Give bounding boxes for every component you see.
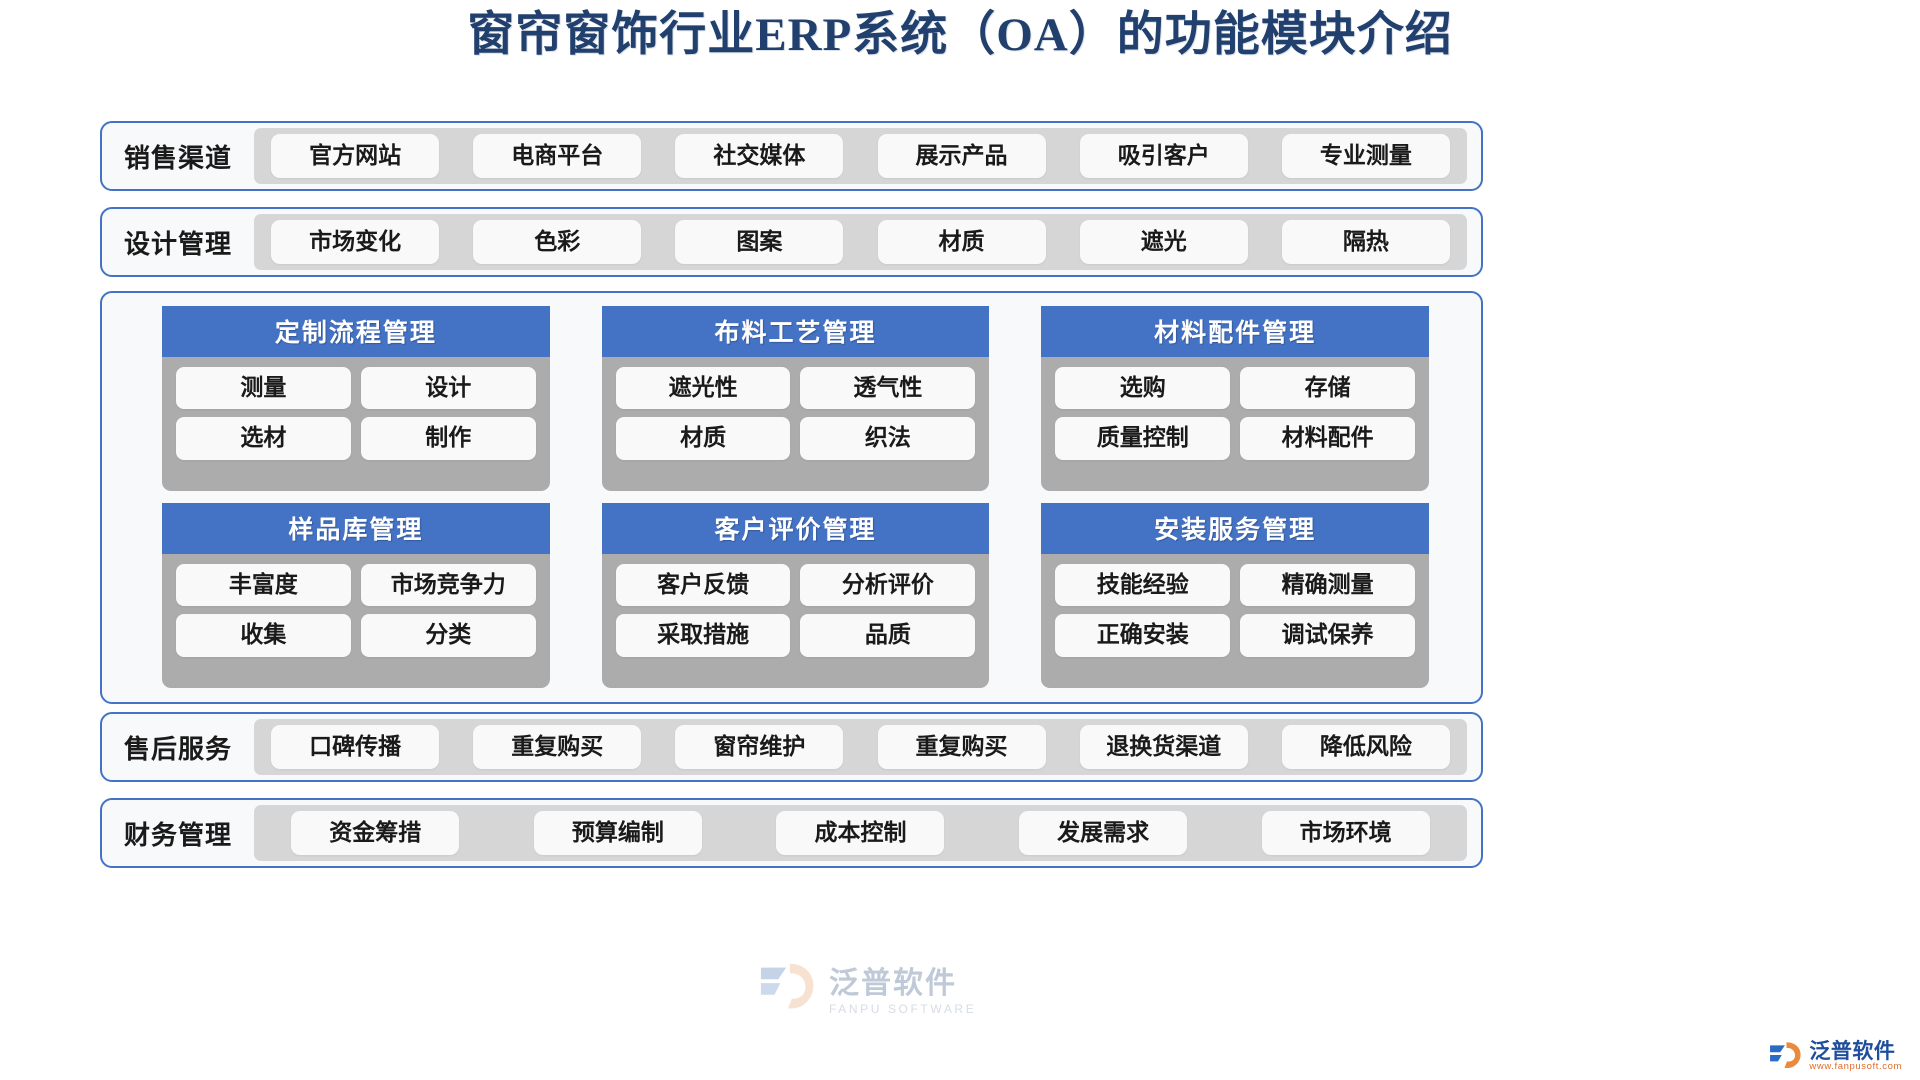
chip-fund-raising[interactable]: 资金筹措 xyxy=(291,810,460,856)
band-label-after-sales-service: 售后服务 xyxy=(123,734,232,764)
chip-purchase[interactable]: 选购 xyxy=(1055,367,1231,410)
chip-professional-measurement[interactable]: 专业测量 xyxy=(1281,133,1450,179)
chip-collection[interactable]: 收集 xyxy=(176,614,351,657)
chip-storage[interactable]: 存储 xyxy=(1240,367,1415,410)
core-modules-container: 泛普软件 FANPU SOFTWARE 定制流程管理 测量 设计 选材 制作 布… xyxy=(100,291,1483,1016)
band-label-sales-channel: 销售渠道 xyxy=(123,143,232,173)
band-after-sales-service[interactable]: 售后服务 口碑传播 重复购买 窗帘维护 重复购买 退换货渠道 降低风险 xyxy=(100,712,1483,782)
watermark-cn: 泛普软件 xyxy=(829,967,957,1000)
chip-precise-measurement[interactable]: 精确测量 xyxy=(1240,564,1415,607)
band-strip-design-management: 市场变化 色彩 图案 材质 遮光 隔热 xyxy=(254,214,1467,270)
chip-classification[interactable]: 分类 xyxy=(360,614,536,657)
brand-logo-cn: 泛普软件 xyxy=(1809,1038,1896,1063)
chip-market-competitiveness[interactable]: 市场竞争力 xyxy=(360,564,536,607)
chip-ecommerce-platform[interactable]: 电商平台 xyxy=(473,133,642,179)
band-strip-financial-management: 资金筹措 预算编制 成本控制 发展需求 市场环境 xyxy=(254,805,1467,861)
chip-measure[interactable]: 测量 xyxy=(176,367,351,410)
chip-debug-maintenance[interactable]: 调试保养 xyxy=(1240,614,1415,657)
card-customer-review-management[interactable]: 客户评价管理 客户反馈 分析评价 采取措施 品质 xyxy=(601,503,990,688)
band-strip-after-sales-service: 口碑传播 重复购买 窗帘维护 重复购买 退换货渠道 降低风险 xyxy=(254,719,1467,775)
chip-market-change[interactable]: 市场变化 xyxy=(271,219,440,265)
chip-insulation[interactable]: 隔热 xyxy=(1281,219,1450,265)
band-design-management[interactable]: 设计管理 市场变化 色彩 图案 材质 遮光 隔热 xyxy=(100,207,1483,277)
page-title: 窗帘窗饰行业ERP系统（OA）的功能模块介绍 xyxy=(467,9,1453,61)
brand-logo: 泛普软件 www.fanpusoft.com xyxy=(1769,1038,1902,1072)
brand-logo-en: www.fanpusoft.com xyxy=(1809,1060,1902,1072)
chip-curtain-maintenance[interactable]: 窗帘维护 xyxy=(675,724,844,770)
chip-richness[interactable]: 丰富度 xyxy=(176,564,351,607)
chip-light-blocking[interactable]: 遮光性 xyxy=(615,367,791,410)
chip-repeat-purchase-1[interactable]: 重复购买 xyxy=(473,724,642,770)
card-title-custom-process-management: 定制流程管理 xyxy=(162,306,550,357)
chip-attract-customers[interactable]: 吸引客户 xyxy=(1079,133,1248,179)
chip-skill-experience[interactable]: 技能经验 xyxy=(1055,564,1231,607)
chip-budget-planning[interactable]: 预算编制 xyxy=(533,810,702,856)
chip-color[interactable]: 色彩 xyxy=(473,219,642,265)
brand-logo-text: 泛普软件 www.fanpusoft.com xyxy=(1809,1038,1902,1072)
card-body-custom-process-management: 测量 设计 选材 制作 xyxy=(162,357,550,491)
chip-reduce-risk[interactable]: 降低风险 xyxy=(1281,724,1450,770)
chip-analysis-review[interactable]: 分析评价 xyxy=(800,564,976,607)
chip-official-website[interactable]: 官方网站 xyxy=(271,133,440,179)
card-body-material-parts-management: 选购 存储 质量控制 材料配件 xyxy=(1041,357,1429,491)
band-label-financial-management: 财务管理 xyxy=(123,820,232,850)
card-title-sample-library-management: 样品库管理 xyxy=(162,503,550,554)
brand-logo-icon xyxy=(1770,1041,1802,1068)
chip-customer-feedback[interactable]: 客户反馈 xyxy=(615,564,791,607)
card-installation-service-management[interactable]: 安装服务管理 技能经验 精确测量 正确安装 调试保养 xyxy=(1041,503,1429,688)
card-title-material-parts-management: 材料配件管理 xyxy=(1041,306,1429,357)
card-sample-library-management[interactable]: 样品库管理 丰富度 市场竞争力 收集 分类 xyxy=(162,503,550,688)
chip-material[interactable]: 材质 xyxy=(877,219,1046,265)
card-body-customer-review-management: 客户反馈 分析评价 采取措施 品质 xyxy=(601,554,990,688)
chip-quality[interactable]: 品质 xyxy=(800,614,976,657)
chip-material-parts[interactable]: 材料配件 xyxy=(1240,417,1415,460)
chip-market-environment[interactable]: 市场环境 xyxy=(1261,810,1430,856)
watermark-logo-icon xyxy=(760,963,814,1009)
chip-shading[interactable]: 遮光 xyxy=(1079,219,1248,265)
band-financial-management[interactable]: 财务管理 资金筹措 预算编制 成本控制 发展需求 市场环境 xyxy=(100,798,1483,868)
card-body-installation-service-management: 技能经验 精确测量 正确安装 调试保养 xyxy=(1041,554,1429,688)
card-body-sample-library-management: 丰富度 市场竞争力 收集 分类 xyxy=(162,554,550,688)
chip-texture[interactable]: 材质 xyxy=(615,417,791,460)
card-title-customer-review-management: 客户评价管理 xyxy=(601,503,990,554)
card-title-fabric-process-management: 布料工艺管理 xyxy=(601,306,990,357)
card-material-parts-management[interactable]: 材料配件管理 选购 存储 质量控制 材料配件 xyxy=(1041,306,1429,491)
card-fabric-process-management[interactable]: 布料工艺管理 遮光性 透气性 材质 织法 xyxy=(601,306,990,491)
band-strip-sales-channel: 官方网站 电商平台 社交媒体 展示产品 吸引客户 专业测量 xyxy=(254,128,1467,184)
module-card-grid: 定制流程管理 测量 设计 选材 制作 布料工艺管理 遮光性 透气性 材质 织法 xyxy=(102,293,1481,702)
chip-correct-installation[interactable]: 正确安装 xyxy=(1055,614,1231,657)
chip-production[interactable]: 制作 xyxy=(360,417,536,460)
chip-weave[interactable]: 织法 xyxy=(800,417,976,460)
card-body-fabric-process-management: 遮光性 透气性 材质 织法 xyxy=(601,357,990,491)
chip-development-needs[interactable]: 发展需求 xyxy=(1019,810,1188,856)
chip-social-media[interactable]: 社交媒体 xyxy=(675,133,844,179)
card-custom-process-management[interactable]: 定制流程管理 测量 设计 选材 制作 xyxy=(162,306,550,491)
watermark-en: FANPU SOFTWARE xyxy=(829,1002,977,1016)
chip-word-of-mouth[interactable]: 口碑传播 xyxy=(271,724,440,770)
watermark-text: 泛普软件 FANPU SOFTWARE xyxy=(829,958,976,1016)
chip-repeat-purchase-2[interactable]: 重复购买 xyxy=(877,724,1046,770)
chip-quality-control[interactable]: 质量控制 xyxy=(1055,417,1231,460)
band-sales-channel[interactable]: 销售渠道 官方网站 电商平台 社交媒体 展示产品 吸引客户 专业测量 xyxy=(100,121,1483,191)
chip-return-exchange-channel[interactable]: 退换货渠道 xyxy=(1079,724,1248,770)
chip-pattern[interactable]: 图案 xyxy=(675,219,844,265)
card-title-installation-service-management: 安装服务管理 xyxy=(1041,503,1429,554)
chip-cost-control[interactable]: 成本控制 xyxy=(776,810,945,856)
chip-take-action[interactable]: 采取措施 xyxy=(615,614,791,657)
chip-breathability[interactable]: 透气性 xyxy=(800,367,976,410)
chip-display-products[interactable]: 展示产品 xyxy=(877,133,1046,179)
chip-select-material[interactable]: 选材 xyxy=(176,417,351,460)
band-label-design-management: 设计管理 xyxy=(123,229,232,259)
chip-design[interactable]: 设计 xyxy=(360,367,536,410)
watermark: 泛普软件 FANPU SOFTWARE xyxy=(757,948,1047,1026)
